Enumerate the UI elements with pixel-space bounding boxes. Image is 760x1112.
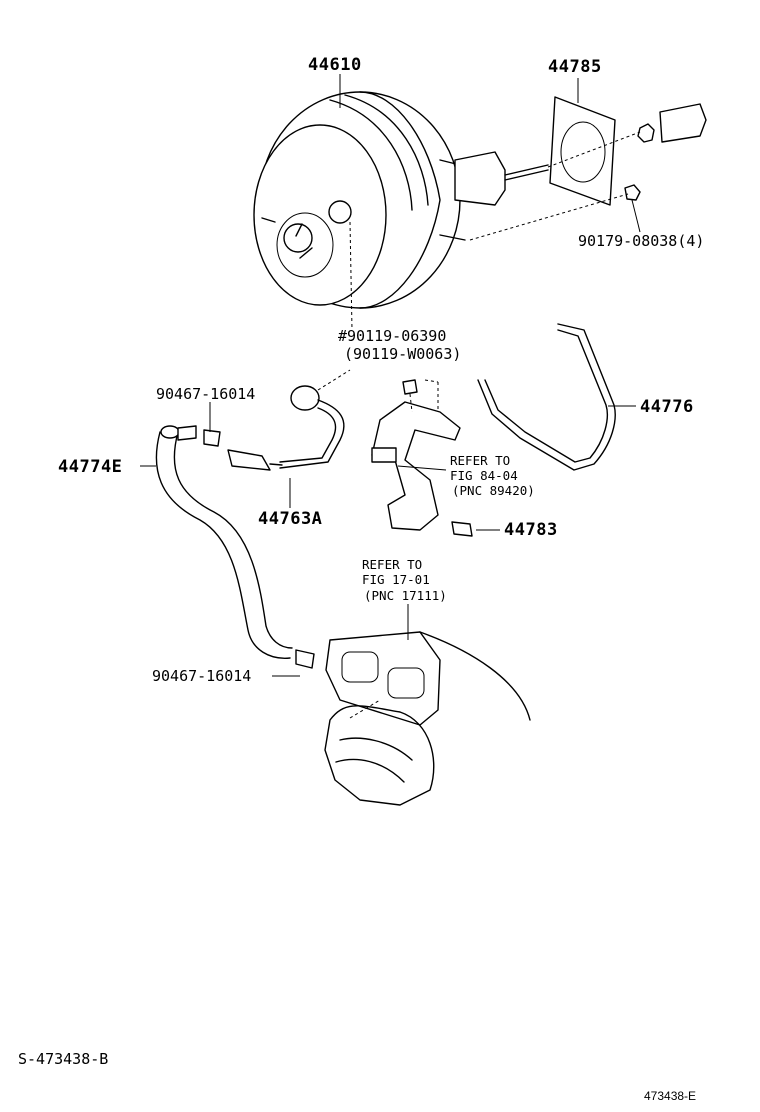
label-clamp-upper: 90467-16014 (156, 385, 255, 403)
label-gasket-44785: 44785 (548, 57, 602, 77)
gasket-44785-drawing (469, 96, 707, 241)
footer-left-code: S-473438-B (18, 1050, 108, 1068)
vacuum-pipe-44776-drawing (477, 323, 616, 471)
footer-right-code: 473438-E (644, 1089, 696, 1103)
label-pipe-44776: 44776 (640, 397, 694, 417)
label-hose-44774E: 44774E (58, 457, 122, 477)
leader-lines (140, 74, 641, 677)
label-nut-90179: 90179-08038(4) (578, 232, 704, 250)
check-valve-assembly-drawing (227, 369, 351, 471)
label-bolt-main: #90119-06390 (338, 327, 446, 345)
label-refer-manifold-line2: FIG 17-01 (362, 572, 430, 587)
label-refer-bracket-line1: REFER TO (450, 453, 510, 468)
intake-manifold-drawing (324, 604, 531, 806)
label-refer-bracket-line3: (PNC 89420) (452, 483, 535, 498)
label-refer-bracket-line2: FIG 84-04 (450, 468, 518, 483)
label-refer-manifold-line3: (PNC 17111) (364, 588, 447, 603)
label-sensor-44783: 44783 (504, 520, 558, 540)
label-booster-44610: 44610 (308, 55, 362, 75)
label-check-valve-44763A: 44763A (258, 509, 322, 529)
brake-booster-drawing (253, 91, 549, 331)
bracket-sensor-drawing (371, 379, 473, 537)
label-bolt-alt: (90119-W0063) (344, 345, 461, 363)
vacuum-hose-44774E-drawing (155, 425, 315, 669)
label-clamp-lower: 90467-16014 (152, 667, 251, 685)
label-refer-manifold-line1: REFER TO (362, 557, 422, 572)
